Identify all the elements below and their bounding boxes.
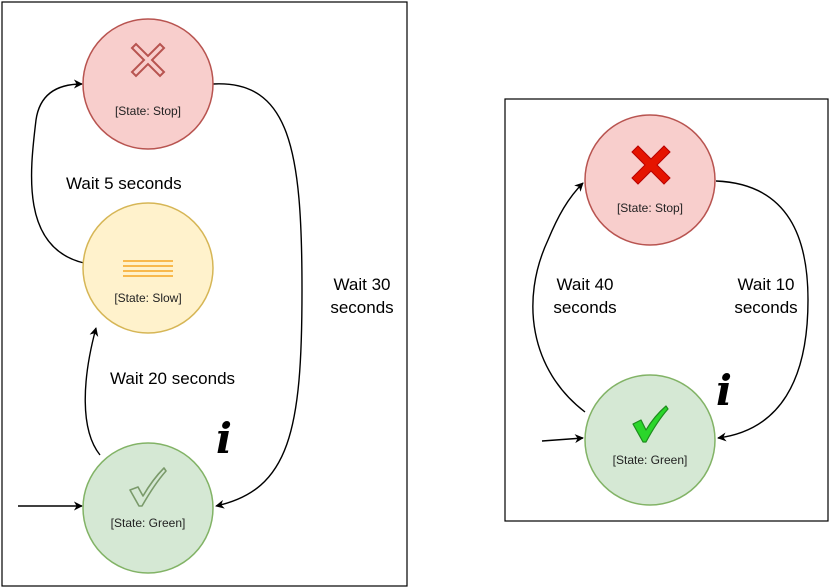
- initial-arrow-right: [541, 434, 584, 444]
- slow-lines-icon: [123, 260, 173, 277]
- transition-label-green-to-stop-line1: Wait 40: [556, 275, 613, 294]
- transition-label-slow-to-stop: Wait 5 seconds: [66, 174, 182, 193]
- state-label: [State: Slow]: [114, 291, 181, 305]
- state-label: [State: Stop]: [617, 201, 683, 215]
- diagram-right: [State: Stop] [State: Green] Wait 40 sec…: [504, 98, 829, 522]
- info-icon: i: [716, 366, 732, 415]
- state-label: [State: Green]: [111, 516, 186, 530]
- transition-label-stop-to-green-line2: seconds: [734, 298, 797, 317]
- transition-stop-to-green: [212, 83, 303, 509]
- check-green-icon: [632, 405, 669, 443]
- state-circle: [82, 18, 214, 150]
- state-circle: [584, 114, 716, 246]
- state-stop-right[interactable]: [State: Stop]: [584, 114, 716, 246]
- transition-label-stop-to-green-line1: Wait 30: [333, 275, 390, 294]
- transition-label-stop-to-green-line2: seconds: [330, 298, 393, 317]
- state-slow-left[interactable]: [State: Slow]: [82, 202, 214, 334]
- state-green-left[interactable]: [State: Green]: [82, 442, 214, 574]
- transition-label-green-to-slow: Wait 20 seconds: [110, 369, 235, 388]
- state-label: [State: Stop]: [115, 104, 181, 118]
- cross-outline-icon: [130, 42, 166, 78]
- diagram-frame-left: [1, 1, 408, 587]
- transition-stop-to-green: [715, 180, 809, 442]
- transition-label-stop-to-green-line1: Wait 10: [737, 275, 794, 294]
- diagram-left: [State: Stop] [State: Slow] [State: Gree…: [1, 1, 408, 587]
- cross-red-icon: [631, 145, 671, 185]
- state-label: [State: Green]: [613, 453, 688, 467]
- state-circle: [82, 442, 214, 574]
- check-outline-icon: [129, 467, 167, 507]
- diagram-frame-right: [504, 98, 829, 522]
- state-circle: [584, 374, 716, 506]
- transition-green-to-stop: [532, 182, 586, 413]
- state-stop-left[interactable]: [State: Stop]: [82, 18, 214, 150]
- state-circle: [82, 202, 214, 334]
- transition-green-to-slow: [84, 327, 101, 456]
- info-icon: i: [216, 414, 232, 463]
- state-green-right[interactable]: [State: Green]: [584, 374, 716, 506]
- transition-slow-to-stop: [30, 79, 85, 264]
- transition-label-green-to-stop-line2: seconds: [553, 298, 616, 317]
